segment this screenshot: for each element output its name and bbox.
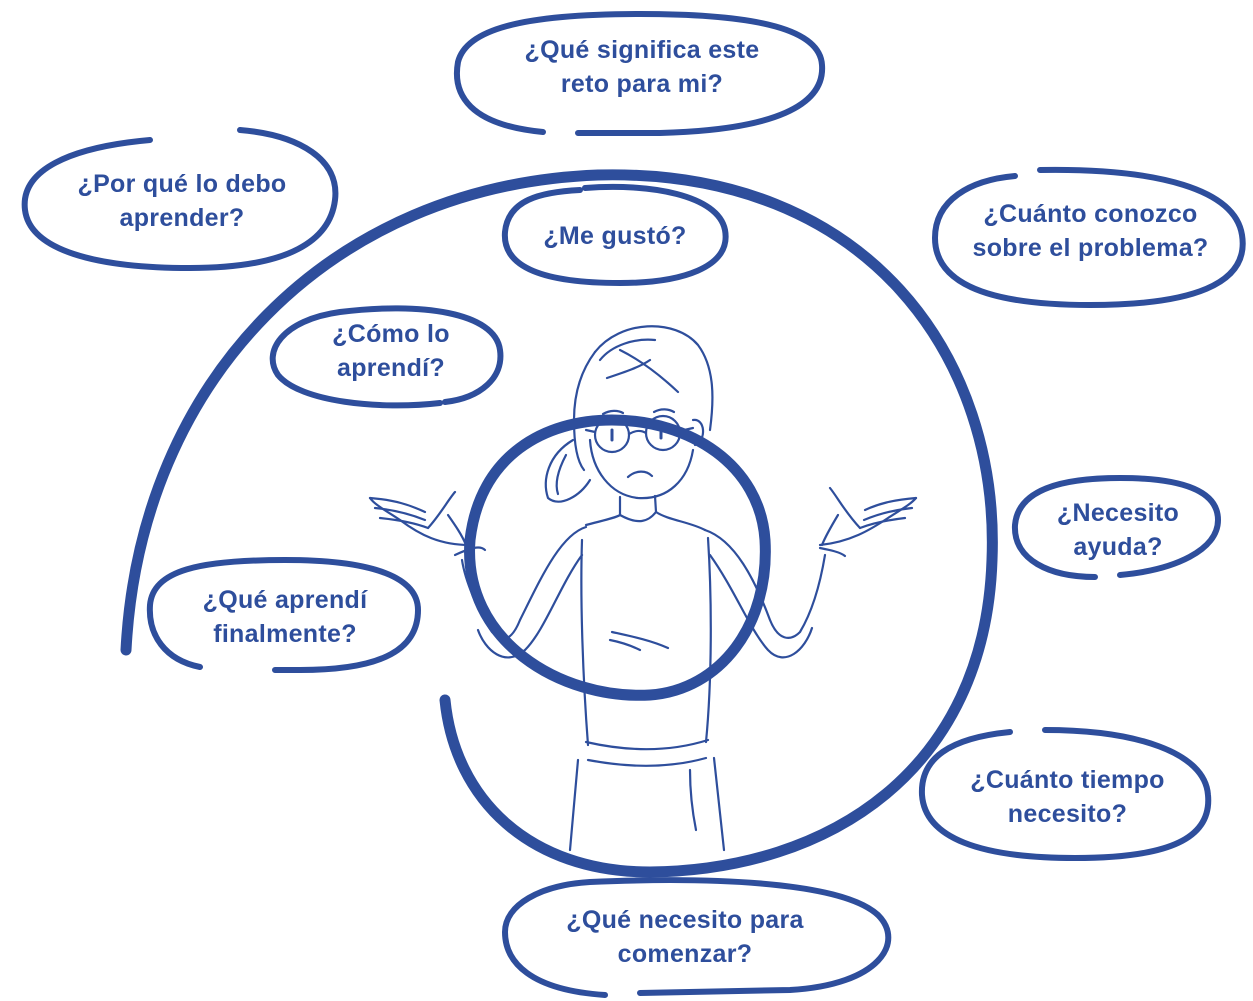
bubble-como (269, 305, 504, 409)
bubble-me-gusto (501, 183, 729, 286)
question-por-que-line-1: ¿Por qué lo debo (77, 170, 287, 198)
bubble-cuanto-tiempo (918, 727, 1212, 861)
outer-arc (120, 169, 998, 878)
question-cuanto-conozco-line-2: sobre el problema? (972, 233, 1209, 262)
bubble-significa (454, 11, 826, 136)
bubble-por-que (21, 127, 339, 271)
question-significa: ¿Qué significa este reto para mi? (482, 34, 802, 101)
question-que-necesito-line-1: ¿Qué necesito para (566, 906, 804, 934)
question-que-aprendi-line-2: finalmente? (213, 619, 357, 648)
question-que-aprendi: ¿Qué aprendí finalmente? (150, 584, 420, 651)
inner-circle (464, 414, 771, 701)
person-figure (368, 325, 918, 852)
question-me-gusto-line-1: ¿Me gustó? (543, 222, 687, 250)
question-como-line-2: aprendí? (337, 353, 445, 382)
question-significa-line-2: reto para mi? (560, 69, 724, 98)
bubble-que-necesito (502, 877, 892, 998)
question-que-aprendi-line-1: ¿Qué aprendí (202, 586, 368, 614)
bubble-que-aprendi (146, 557, 421, 673)
question-necesito-ayuda-line-1: ¿Necesito (1056, 499, 1180, 527)
bubble-necesito-ayuda (1011, 475, 1221, 580)
question-como-line-1: ¿Cómo lo (332, 320, 450, 348)
bubble-outlines (21, 11, 1246, 998)
question-cuanto-tiempo: ¿Cuánto tiempo necesito? (925, 764, 1210, 831)
question-necesito-ayuda: ¿Necesito ayuda? (1018, 497, 1218, 564)
question-cuanto-tiempo-line-1: ¿Cuánto tiempo (970, 766, 1165, 794)
question-por-que-line-2: aprender? (119, 203, 245, 232)
question-por-que: ¿Por qué lo debo aprender? (32, 168, 332, 235)
question-cuanto-conozco: ¿Cuánto conozco sobre el problema? (938, 198, 1243, 265)
question-que-necesito-line-2: comenzar? (617, 939, 753, 968)
question-como: ¿Cómo lo aprendí? (286, 318, 496, 385)
question-necesito-ayuda-line-2: ayuda? (1073, 532, 1163, 561)
question-cuanto-tiempo-line-2: necesito? (1007, 799, 1128, 828)
question-me-gusto: ¿Me gustó? (505, 220, 725, 254)
question-cuanto-conozco-line-1: ¿Cuánto conozco (983, 200, 1198, 228)
question-significa-line-1: ¿Qué significa este (524, 36, 760, 64)
bubble-cuanto-conozco (932, 166, 1246, 308)
question-que-necesito: ¿Qué necesito para comenzar? (525, 904, 845, 971)
